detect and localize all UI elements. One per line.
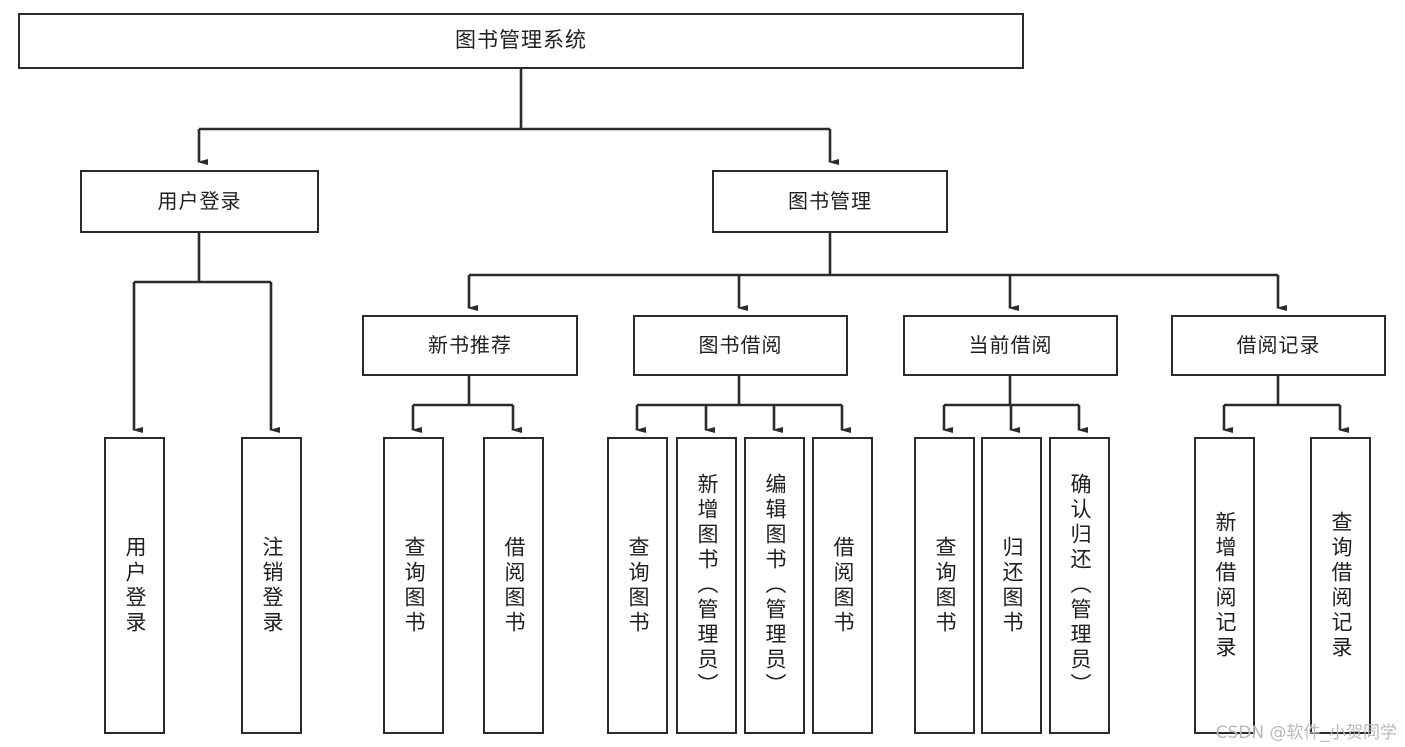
leaf-add-borrow-record[interactable]: 新增借阅记录 (1194, 437, 1255, 734)
node-new-book-recommend[interactable]: 新书推荐 (362, 315, 578, 376)
node-label: 归还图书 (1000, 535, 1024, 636)
node-label: 借阅图书 (502, 535, 526, 636)
leaf-logout[interactable]: 注销登录 (241, 437, 302, 734)
node-label: 查询图书 (626, 535, 650, 636)
node-label: 当前借阅 (968, 333, 1053, 358)
leaf-query-borrow-record[interactable]: 查询借阅记录 (1310, 437, 1371, 734)
node-label: 确认归还（管理员） (1068, 473, 1092, 698)
node-label: 编辑图书（管理员） (763, 473, 787, 698)
node-label: 图书借阅 (698, 333, 783, 358)
leaf-return-book[interactable]: 归还图书 (981, 437, 1042, 734)
node-label: 图书管理系统 (455, 28, 587, 53)
node-user-login[interactable]: 用户登录 (80, 170, 319, 233)
node-label: 注销登录 (260, 535, 284, 636)
leaf-query-book-current[interactable]: 查询图书 (914, 437, 975, 734)
node-label: 借阅图书 (831, 535, 855, 636)
leaf-borrow-book-new[interactable]: 借阅图书 (483, 437, 544, 734)
leaf-query-book-new[interactable]: 查询图书 (383, 437, 444, 734)
leaf-edit-book-admin[interactable]: 编辑图书（管理员） (744, 437, 805, 734)
node-book-management[interactable]: 图书管理 (712, 170, 948, 233)
node-label: 用户登录 (123, 535, 147, 636)
node-current-borrow[interactable]: 当前借阅 (903, 315, 1118, 376)
leaf-user-login[interactable]: 用户登录 (104, 437, 165, 734)
node-label: 查询借阅记录 (1329, 510, 1353, 661)
node-label: 图书管理 (788, 189, 872, 214)
node-book-management-system[interactable]: 图书管理系统 (18, 13, 1024, 69)
node-label: 新增借阅记录 (1213, 510, 1237, 661)
node-label: 查询图书 (933, 535, 957, 636)
leaf-query-book-borrow[interactable]: 查询图书 (607, 437, 668, 734)
leaf-borrow-book[interactable]: 借阅图书 (812, 437, 873, 734)
node-label: 新书推荐 (428, 333, 512, 358)
node-label: 新增图书（管理员） (695, 473, 719, 698)
node-label: 查询图书 (402, 535, 426, 636)
watermark-text: CSDN @软件_小贺同学 (1215, 723, 1397, 743)
node-borrow-record[interactable]: 借阅记录 (1171, 315, 1386, 376)
leaf-add-book-admin[interactable]: 新增图书（管理员） (676, 437, 737, 734)
leaf-confirm-return-admin[interactable]: 确认归还（管理员） (1049, 437, 1110, 734)
node-label: 用户登录 (157, 189, 242, 214)
node-label: 借阅记录 (1236, 333, 1321, 358)
node-book-borrow[interactable]: 图书借阅 (633, 315, 848, 376)
